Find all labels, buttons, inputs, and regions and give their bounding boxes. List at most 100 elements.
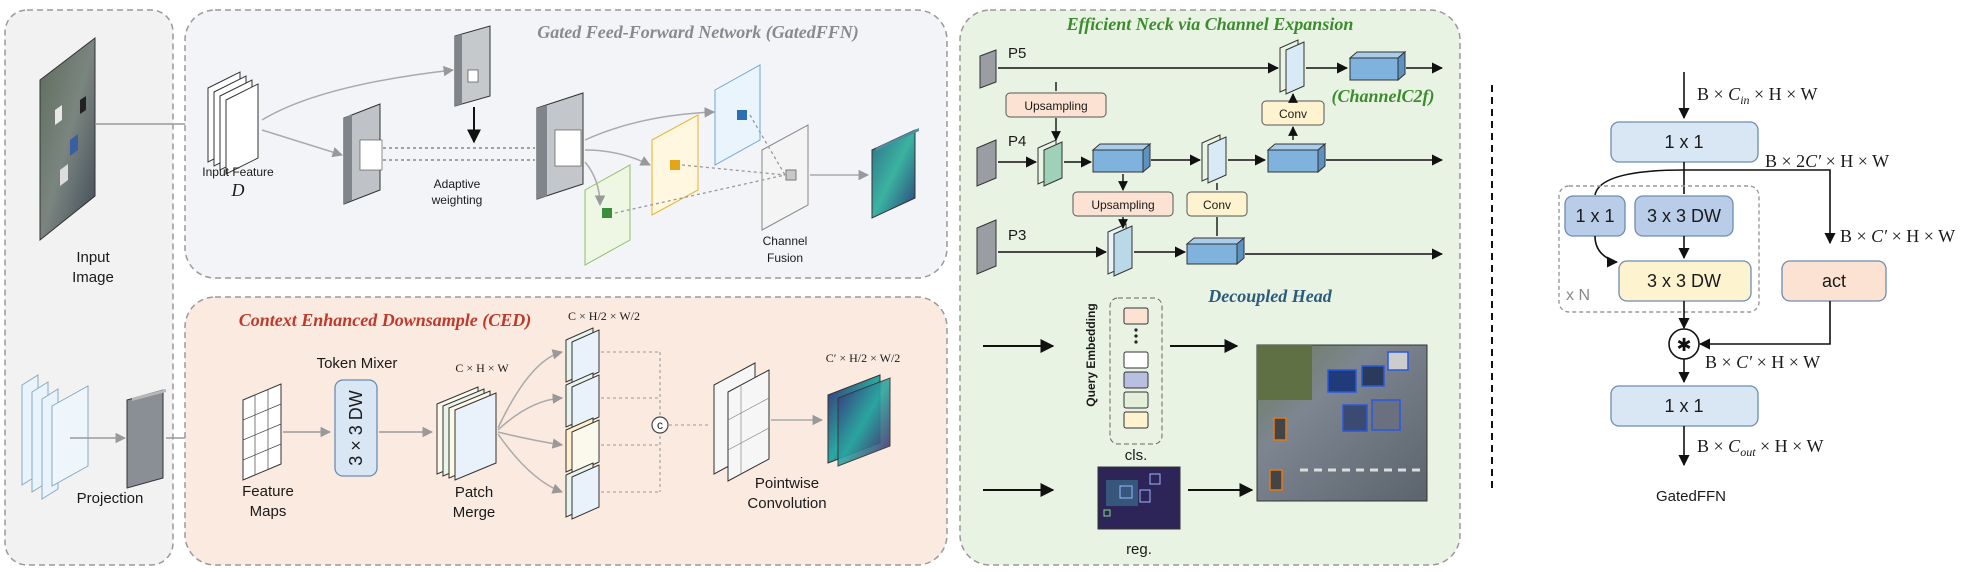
green-slice (584, 164, 631, 266)
small-stack-2 (565, 372, 600, 430)
pointwise-label-2: Convolution (747, 495, 826, 512)
input-image (39, 36, 96, 242)
p5-block (979, 49, 997, 89)
multiply-symbol: ✱ (1676, 335, 1691, 356)
p3-label: P3 (1008, 227, 1026, 244)
ffn-output-feature (871, 128, 919, 219)
adaptive-weighting-label-1: Adaptive (434, 177, 481, 191)
box-1x1-left: 1 x 1 (1564, 195, 1626, 237)
box-1x1-top: 1 x 1 (1610, 121, 1759, 163)
patch-merge-stack (436, 386, 497, 481)
dw-box: 3 × 3 DW (334, 379, 378, 477)
neck-block-p3 (1185, 236, 1246, 266)
gated-ffn-title: Gated Feed-Forward Network (GatedFFN) (537, 22, 858, 43)
feature-block-middle (536, 92, 584, 200)
dim-out-label: B × Cout × H × W (1697, 436, 1824, 459)
ced-panel: Context Enhanced Downsample (CED) Featur… (184, 296, 948, 566)
box-1x1-top-label: 1 x 1 (1664, 132, 1703, 152)
dw-box-label: 3 × 3 DW (346, 390, 366, 466)
gated-ffn-panel: Gated Feed-Forward Network (GatedFFN) In… (184, 9, 948, 279)
neck-block-p4-right (1266, 142, 1327, 174)
small-stack-4 (565, 462, 600, 520)
box-act: act (1781, 260, 1887, 302)
detection-result-image (1256, 344, 1428, 502)
neck-panel: Efficient Neck via Channel Expansion P5 … (959, 9, 1461, 566)
input-feature-stack (207, 71, 259, 175)
projection-label: Projection (77, 490, 144, 507)
feature-maps-label-2: Maps (250, 503, 287, 520)
channel-fusion-label-2: Fusion (767, 251, 803, 265)
small-stack-1 (565, 327, 600, 385)
reg-label: reg. (1126, 541, 1152, 558)
feature-block-top (454, 25, 491, 107)
pointwise-label-1: Pointwise (755, 475, 819, 492)
input-feature-label: Input Feature (202, 165, 274, 179)
neck-slab-mid (1201, 134, 1227, 184)
dim-half: C × H/2 × W/2 (568, 309, 640, 323)
box-1x1-left-label: 1 x 1 (1575, 206, 1614, 226)
patch-merge-label-1: Patch (455, 484, 493, 501)
query-embedding-group (1109, 297, 1163, 445)
conv-box-1: Conv (1261, 100, 1325, 126)
box-dw-2-label: 3 x 3 DW (1647, 271, 1721, 291)
input-image-label-1: Input (76, 249, 110, 266)
concat-icon (651, 416, 669, 434)
neck-slab-top (1279, 39, 1305, 95)
concat-symbol: c (657, 418, 663, 432)
left-panel: Input Image Projection (4, 9, 242, 566)
upsampling-2-label: Upsampling (1091, 198, 1154, 212)
box-dw-2: 3 x 3 DW (1618, 260, 1752, 302)
p3-block (976, 219, 997, 275)
neck-title: Efficient Neck via Channel Expansion (1066, 14, 1354, 34)
dim-c-branch-label: B × C′ × H × W (1840, 226, 1955, 246)
patch-merge-label-2: Merge (453, 504, 496, 521)
box-act-label: act (1822, 271, 1846, 291)
dim-2c-label: B × 2C′ × H × W (1765, 151, 1889, 171)
box-dw-1: 3 x 3 DW (1634, 195, 1734, 237)
dim-c-after-label: B × C′ × H × W (1705, 352, 1820, 372)
reg-feature-map (1097, 466, 1181, 530)
channel-fusion-block (761, 124, 809, 231)
upsampling-1-label: Upsampling (1024, 99, 1087, 113)
small-stack-3 (565, 417, 600, 475)
cls-label: cls. (1125, 447, 1148, 464)
neck-block-p4-mid (1091, 142, 1152, 174)
neck-block-top-right (1348, 50, 1407, 82)
repeat-label: x N (1566, 287, 1590, 304)
blue-slice (714, 64, 761, 166)
dim-in-label: B × Cin × H × W (1697, 84, 1818, 107)
feature-maps-grid (242, 383, 282, 481)
channel-fusion-label-1: Channel (763, 234, 808, 248)
pointwise-stack (713, 362, 770, 482)
conv-box-2: Conv (1186, 191, 1248, 217)
p4-block (976, 139, 997, 187)
channel-c2f-label: (ChannelC2f) (1331, 86, 1434, 107)
projection-block (126, 389, 166, 489)
box-1x1-bottom: 1 x 1 (1610, 385, 1759, 427)
ced-output-feature (827, 374, 891, 467)
ced-title: Context Enhanced Downsample (CED) (239, 310, 532, 331)
yellow-slice (651, 114, 699, 216)
feature-block-left (343, 103, 383, 205)
token-mixer-label: Token Mixer (317, 355, 398, 372)
input-feature-symbol: D (231, 180, 245, 200)
adaptive-weighting-label-2: weighting (431, 193, 483, 207)
repeat-block (1558, 185, 1760, 313)
input-stack (21, 374, 89, 500)
query-embedding-label: Query Embedding (1084, 303, 1098, 406)
conv-1-label: Conv (1279, 107, 1307, 121)
feature-maps-label-1: Feature (242, 483, 294, 500)
box-dw-1-label: 3 x 3 DW (1647, 206, 1721, 226)
box-1x1-bottom-label: 1 x 1 (1664, 396, 1703, 416)
upsampling-box-2: Upsampling (1072, 191, 1174, 217)
dim-chw: C × H × W (455, 361, 509, 375)
p5-label: P5 (1008, 45, 1026, 62)
neck-slab-p4 (1037, 139, 1063, 187)
neck-slab-p3 (1107, 223, 1133, 277)
input-image-label-2: Image (72, 269, 114, 286)
upsampling-box-1: Upsampling (1005, 92, 1107, 118)
gatedffn-detail: B × Cin × H × W 1 x 1 B × 2C′ × H × W x … (1558, 72, 1955, 505)
dim-out: C′ × H/2 × W/2 (826, 351, 901, 365)
p4-label: P4 (1008, 133, 1026, 150)
